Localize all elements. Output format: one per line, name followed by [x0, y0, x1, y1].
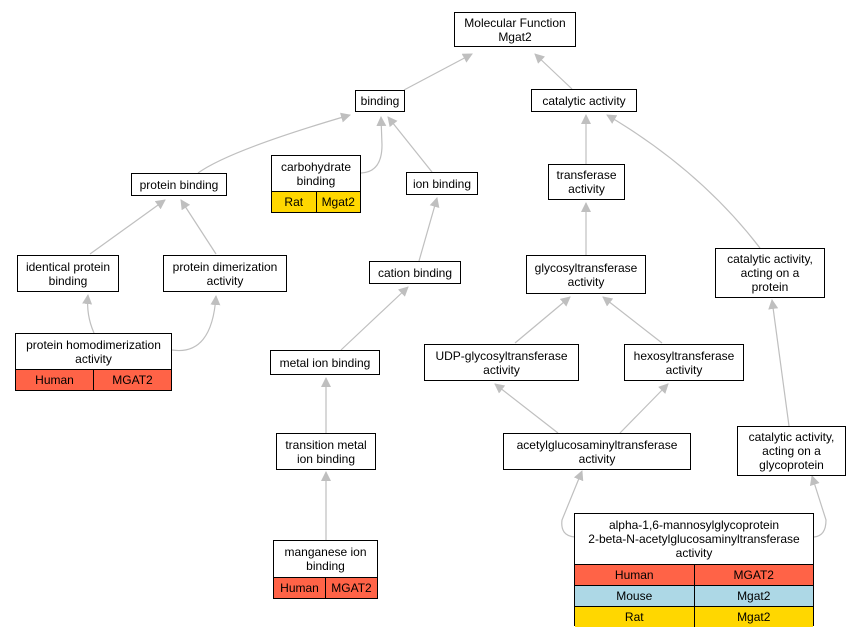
edge-alpha-mannosyl-to-acetylglucosaminyltransferase: [561, 470, 584, 538]
species-cell: Human: [280, 581, 319, 595]
node-identical-protein-binding: identical protein binding: [17, 255, 119, 292]
species-row-human: Human MGAT2: [274, 577, 377, 598]
species-cell: Mouse: [616, 589, 653, 603]
node-label-line: binding: [306, 559, 345, 573]
edge-acetylglucosaminyltransferase-to-hexosyltransferase: [619, 383, 669, 434]
node-label-line: identical protein: [25, 259, 111, 274]
species-row-human: Human MGAT2: [16, 369, 171, 390]
node-hexosyltransferase-activity: hexosyltransferase activity: [624, 344, 744, 381]
node-label-line: manganese ion: [284, 545, 367, 559]
edge-acetylglucosaminyltransferase-to-udp: [494, 383, 559, 434]
edge-identical-protein-to-protein-binding: [89, 199, 166, 255]
node-label-line: Molecular Function: [464, 15, 566, 30]
node-alpha-mannosylglycoprotein-activity: alpha-1,6-mannosylglycoprotein 2-beta-N-…: [574, 513, 814, 627]
edge-alpha-mannosyl-to-catalytic-glycoprotein: [809, 475, 827, 538]
species-cell: Rat: [624, 610, 644, 624]
edge-protein-dimerization-to-protein-binding: [180, 199, 217, 255]
edge-ion-binding-to-binding: [387, 116, 433, 173]
node-label-line: carbohydrate: [280, 159, 352, 174]
species-row-mouse: Mouse Mgat2: [575, 585, 813, 606]
node-label-line: alpha-1,6-mannosylglycoprotein: [608, 518, 780, 532]
node-label-line: acting on a: [762, 444, 821, 458]
edge-protein-homodimerization-to-identical-protein: [82, 294, 95, 334]
edge-hexosyltransferase-to-glycosyltransferase: [602, 296, 663, 344]
node-ion-binding: ion binding: [406, 172, 478, 195]
node-label-line: protein homodimerization: [26, 337, 161, 352]
node-label-line: activity: [675, 546, 713, 560]
node-label-line: binding: [360, 94, 400, 108]
edge-carbohydrate-binding-to-binding: [360, 116, 387, 174]
node-label-line: activity: [568, 182, 605, 196]
node-label-line: glycoprotein: [759, 458, 824, 472]
node-label-line: activity: [206, 273, 244, 288]
node-glycosyltransferase-activity: glycosyltransferase activity: [526, 255, 646, 294]
node-label-line: glycosyltransferase: [534, 260, 638, 275]
node-label-line: ion binding: [412, 176, 472, 191]
node-label-line: Mgat2: [498, 29, 532, 44]
node-manganese-ion-binding: manganese ion binding Human MGAT2: [273, 540, 378, 599]
node-label-line: catalytic activity,: [727, 252, 813, 266]
node-label-line: metal ion binding: [279, 355, 371, 370]
edge-protein-binding-to-binding: [197, 112, 351, 174]
node-label-line: ion binding: [296, 451, 356, 466]
node-catalytic-activity-on-glycoprotein: catalytic activity, acting on a glycopro…: [737, 426, 846, 476]
node-label-line: activity: [75, 351, 112, 366]
gene-cell: MGAT2: [325, 578, 377, 598]
node-protein-dimerization-activity: protein dimerization activity: [163, 255, 287, 292]
edge-cation-binding-to-ion-binding: [418, 197, 440, 262]
edge-binding-to-molecular-function: [403, 53, 473, 91]
node-metal-ion-binding: metal ion binding: [270, 350, 380, 375]
node-label-line: cation binding: [377, 265, 453, 280]
node-cation-binding: cation binding: [369, 261, 461, 284]
species-cell: Rat: [284, 195, 304, 209]
gene-cell: MGAT2: [693, 565, 814, 585]
node-label-line: catalytic activity,: [748, 430, 835, 444]
species-cell: Human: [614, 568, 654, 582]
species-row-rat: Rat Mgat2: [575, 606, 813, 627]
node-label-line: acting on a: [740, 266, 800, 280]
node-transferase-activity: transferase activity: [548, 164, 625, 200]
node-label-line: protein dimerization: [172, 259, 278, 274]
species-cell: Human: [35, 373, 74, 387]
node-label-line: activity: [578, 451, 616, 466]
node-label-line: binding: [48, 273, 88, 288]
edge-catalytic-glycoprotein-to-catalytic-protein: [768, 299, 790, 427]
node-catalytic-activity: catalytic activity: [531, 89, 637, 112]
node-label-line: activity: [483, 362, 520, 377]
node-label-line: transferase: [556, 168, 617, 182]
gene-cell: Mgat2: [315, 192, 361, 212]
node-udp-glycosyltransferase-activity: UDP-glycosyltransferase activity: [424, 344, 579, 381]
node-label-line: activity: [665, 362, 703, 377]
gene-cell: MGAT2: [93, 370, 171, 390]
node-label-line: acetylglucosaminyltransferase: [516, 437, 678, 452]
edge-udp-glycosyltransferase-to-glycosyltransferase: [514, 296, 571, 344]
node-label-line: activity: [567, 274, 605, 289]
node-binding: binding: [355, 90, 405, 112]
species-row-rat: Rat Mgat2: [272, 191, 360, 212]
node-protein-binding: protein binding: [131, 173, 227, 196]
node-molecular-function: Molecular Function Mgat2: [454, 12, 576, 47]
edge-protein-homodimerization-to-protein-dimerization: [171, 295, 221, 352]
node-label-line: catalytic activity: [542, 93, 626, 108]
edge-metal-ion-to-cation-binding: [340, 286, 409, 351]
species-row-human: Human MGAT2: [575, 564, 813, 585]
node-label-line: UDP-glycosyltransferase: [435, 348, 568, 363]
node-label-line: transition metal: [285, 437, 367, 452]
gene-cell: Mgat2: [693, 607, 814, 627]
node-label-line: protein binding: [139, 177, 219, 192]
node-acetylglucosaminyltransferase-activity: acetylglucosaminyltransferase activity: [503, 433, 691, 470]
edge-catalytic-activity-to-molecular-function: [534, 53, 573, 90]
node-label-line: 2-beta-N-acetylglucosaminyltransferase: [588, 532, 800, 546]
node-label-line: binding: [296, 173, 336, 188]
node-label-line: hexosyltransferase: [633, 348, 735, 363]
node-protein-homodimerization-activity: protein homodimerization activity Human …: [15, 333, 172, 391]
node-transition-metal-ion-binding: transition metal ion binding: [276, 433, 376, 470]
edge-catalytic-protein-to-catalytic-activity: [606, 114, 761, 249]
node-carbohydrate-binding: carbohydrate binding Rat Mgat2: [271, 155, 361, 213]
gene-cell: Mgat2: [693, 586, 814, 606]
node-label-line: protein: [751, 280, 789, 294]
node-catalytic-activity-on-protein: catalytic activity, acting on a protein: [715, 248, 825, 298]
